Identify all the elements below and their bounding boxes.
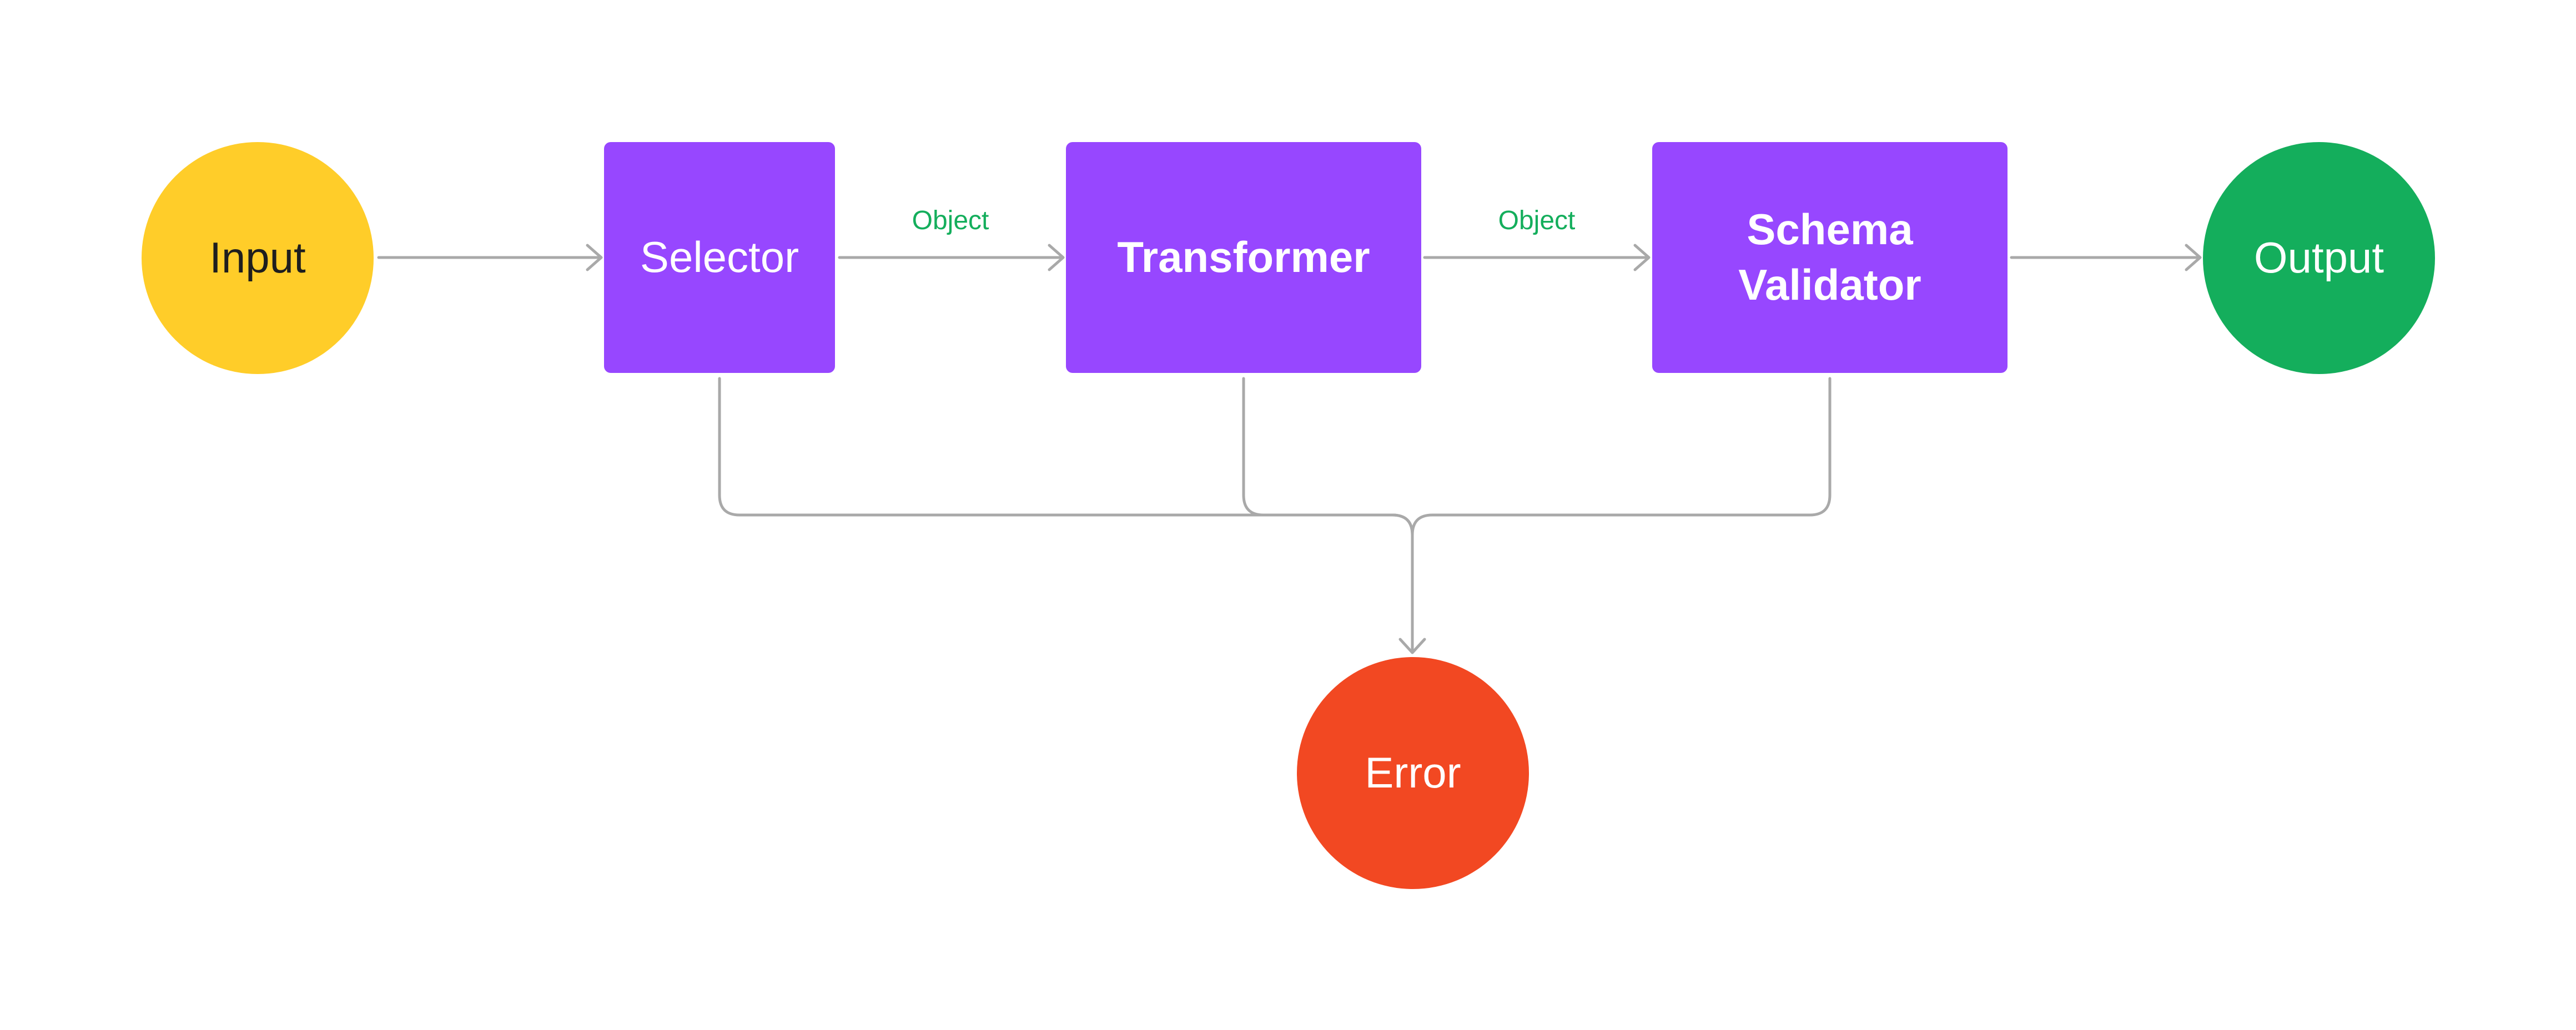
- schema-validator-label-line2: Validator: [1738, 260, 1921, 309]
- error-node[interactable]: Error: [1297, 657, 1529, 889]
- schema-validator-node[interactable]: Schema Validator: [1652, 142, 2008, 373]
- input-node[interactable]: Input: [142, 142, 374, 374]
- error-arrowhead: [1398, 638, 1426, 654]
- selector-node[interactable]: Selector: [604, 142, 835, 373]
- arrow-input-to-selector: [377, 244, 603, 271]
- error-label: Error: [1365, 748, 1461, 797]
- arrow-validator-to-output: [2010, 244, 2202, 271]
- schema-validator-label: Schema Validator: [1738, 202, 1921, 313]
- transformer-node[interactable]: Transformer: [1066, 142, 1421, 373]
- arrow-selector-to-transformer: [838, 244, 1065, 271]
- input-label: Input: [209, 233, 306, 282]
- output-label: Output: [2253, 233, 2384, 282]
- schema-validator-label-line1: Schema: [1747, 205, 1913, 254]
- arrow-transformer-to-validator: [1423, 244, 1651, 271]
- transformer-label: Transformer: [1117, 233, 1370, 282]
- output-node[interactable]: Output: [2203, 142, 2435, 374]
- edge-label-transformer-validator: Object: [1498, 206, 1576, 235]
- connector-validator-to-error: [1411, 377, 1832, 537]
- selector-label: Selector: [640, 233, 799, 282]
- edge-label-selector-transformer: Object: [912, 206, 989, 235]
- connector-transformer-to-error: [1242, 377, 1414, 537]
